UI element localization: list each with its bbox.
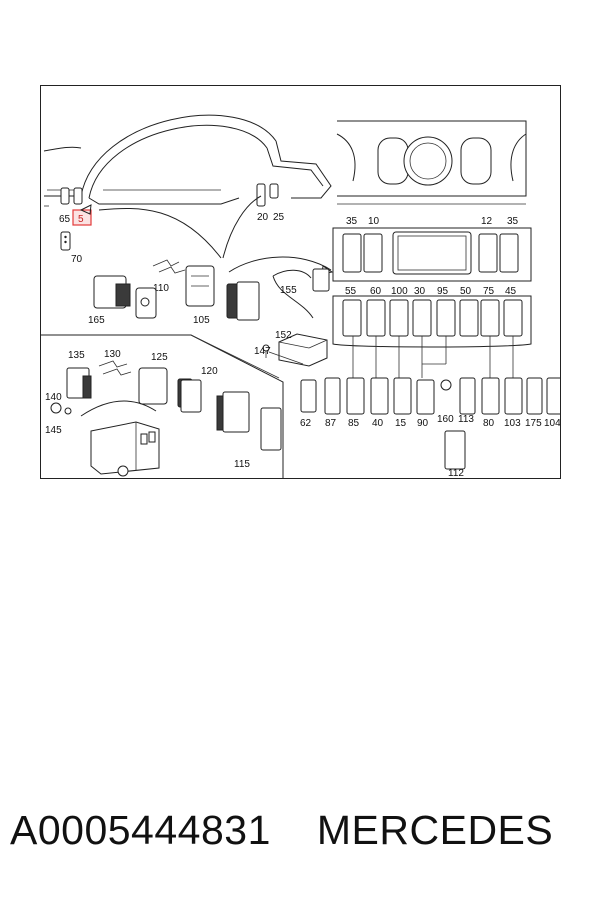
callout-40: 40	[372, 418, 384, 429]
callout-113: 113	[458, 414, 474, 425]
callout-75: 75	[483, 286, 495, 297]
callout-35-right: 35	[507, 216, 519, 227]
exploded-view-drawing: 65 5 20 25 70 110 165 105 155 152	[41, 114, 561, 479]
callout-104: 104	[544, 418, 561, 429]
callout-145: 145	[45, 425, 62, 436]
callout-120: 120	[201, 366, 218, 377]
callout-87: 87	[325, 418, 337, 429]
callout-110: 110	[153, 283, 169, 294]
instrument-cluster	[43, 114, 332, 207]
callout-20: 20	[257, 212, 269, 223]
parts-diagram: 65 5 20 25 70 110 165 105 155 152	[40, 85, 561, 479]
callout-65: 65	[59, 214, 71, 225]
callout-35-left: 35	[346, 216, 358, 227]
callout-70: 70	[71, 254, 83, 265]
callout-55: 55	[345, 286, 357, 297]
callout-30: 30	[414, 286, 426, 297]
callout-135: 135	[68, 350, 85, 361]
callout-140: 140	[45, 392, 62, 403]
callout-50: 50	[460, 286, 472, 297]
console-panel: 35 10 12 35 55 60 100 30 95 50 75 45	[332, 120, 532, 378]
callout-5: 5	[78, 214, 84, 225]
callout-105: 105	[193, 315, 210, 326]
callout-80: 80	[483, 418, 495, 429]
callout-103: 103	[504, 418, 521, 429]
callout-100: 100	[391, 286, 408, 297]
callout-115: 115	[234, 459, 250, 470]
callout-125: 125	[151, 352, 168, 363]
callout-112: 112	[448, 468, 464, 479]
switch-group-left: 110 165 105 155	[88, 259, 330, 326]
brand-name: MERCEDES	[316, 806, 554, 853]
part-number: A0005444831	[10, 806, 271, 853]
control-unit-group: 152 147	[254, 330, 328, 367]
callout-160: 160	[437, 414, 454, 425]
callout-45: 45	[505, 286, 517, 297]
callout-12: 12	[481, 216, 493, 227]
callout-175: 175	[525, 418, 542, 429]
callout-60: 60	[370, 286, 382, 297]
callout-10: 10	[368, 216, 380, 227]
callout-130: 130	[104, 349, 121, 360]
callout-15: 15	[395, 418, 407, 429]
lower-left-inset: 135 130 125 120 140 145 115	[45, 349, 282, 477]
callout-62: 62	[300, 418, 312, 429]
arrow-to-item-5	[98, 207, 222, 259]
callout-155: 155	[280, 285, 297, 296]
callout-90: 90	[417, 418, 429, 429]
callout-152: 152	[275, 330, 292, 341]
callout-25: 25	[273, 212, 285, 223]
callout-95: 95	[437, 286, 449, 297]
callout-147: 147	[254, 346, 271, 357]
callout-85: 85	[348, 418, 360, 429]
callout-165: 165	[88, 315, 105, 326]
switch-row-bottom: 62 87 85 40 15 90 160 113 80 103 175 104…	[300, 377, 561, 479]
caption-bar: A0005444831 MERCEDES	[10, 800, 590, 860]
